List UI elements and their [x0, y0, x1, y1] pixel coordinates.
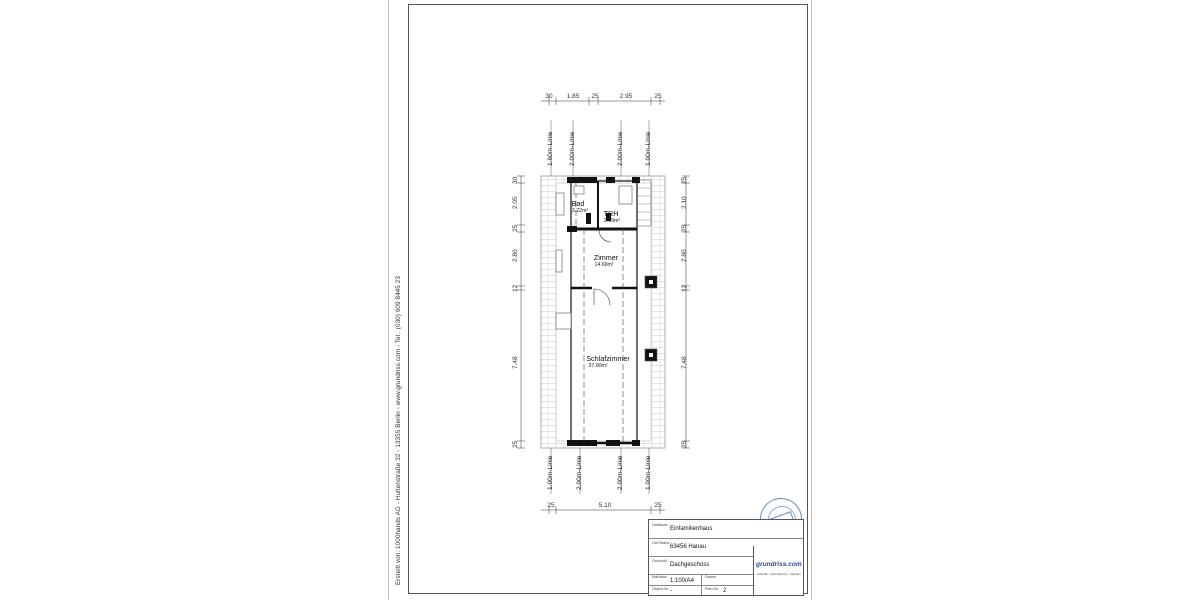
- doors: [593, 229, 612, 306]
- room-zimmer-name: Zimmer: [594, 253, 619, 262]
- sheet-frame: [408, 4, 808, 594]
- right-dim-1: 25: [681, 176, 688, 184]
- tb-value: -: [670, 588, 672, 594]
- bottom-dim-3: 25: [654, 502, 662, 509]
- left-dim-3: 25: [512, 224, 519, 232]
- company-logo: grundriss.com Aufmaß · CAD-Service · Flä…: [753, 546, 804, 595]
- top-line-label-4: 1.00m-Linie: [645, 131, 652, 166]
- tb-value: 1:100/A4: [670, 578, 695, 584]
- tb-key: Gebäude: [652, 523, 668, 527]
- left-dim-2: 2.05: [512, 196, 519, 209]
- tb-divider: [701, 574, 702, 595]
- tb-key-2: Datum: [705, 575, 717, 579]
- left-dim-5: 12: [512, 284, 519, 292]
- top-dim-2: 1.85: [567, 93, 580, 100]
- room-trh-name: TRH: [604, 209, 619, 218]
- left-dim-6: 7.48: [512, 356, 519, 369]
- bottom-dim-1: 25: [547, 502, 555, 509]
- bottom-line-label-2: 2.00m-Linie: [576, 455, 583, 490]
- room-schlafzimmer-name: Schlafzimmer: [586, 354, 630, 363]
- tb-key-2: Plan-Nr.: [705, 587, 719, 591]
- walls: [570, 180, 638, 445]
- tb-key: Geschoß: [652, 559, 668, 563]
- top-line-label-2: 2.00m-Linie: [569, 131, 576, 166]
- top-dim-1: 30: [545, 93, 553, 100]
- wall-blocks: [567, 177, 640, 446]
- right-dim-6: 7.48: [681, 356, 688, 369]
- tb-row-ort: Ort/Straße 63456 Hanau: [649, 538, 753, 557]
- bottom-line-label-1: 1.00m-Linie: [547, 455, 554, 490]
- bottom-dim-2: 5.10: [599, 502, 612, 509]
- tb-key: Maßstab: [652, 575, 667, 579]
- room-schlafzimmer-area: 37.90m²: [588, 363, 607, 369]
- fixtures: [555, 179, 658, 362]
- tb-row-gebaeude: Gebäude Einfamilienhaus: [649, 520, 803, 539]
- tb-row-objekt: Objekt-Nr. - Plan-Nr. 2: [649, 585, 753, 595]
- height-lines: [575, 183, 624, 443]
- title-block: Gebäude Einfamilienhaus Ort/Straße 63456…: [648, 519, 804, 596]
- tb-value-2: 2: [723, 588, 727, 594]
- bottom-dimension-chain: [541, 506, 665, 514]
- room-zimmer-area: 14.69m²: [594, 262, 613, 268]
- left-dimension-chain: [517, 175, 525, 449]
- bottom-line-markers: [550, 448, 650, 494]
- tb-value: Einfamilienhaus: [670, 526, 713, 532]
- top-dimension-chain: [541, 97, 665, 105]
- right-dim-4: 2.80: [681, 249, 688, 262]
- logo-tagline: Aufmaß · CAD-Service · Flächen: [757, 572, 801, 576]
- right-dim-3: 25: [681, 224, 688, 232]
- right-dim-7: 25: [681, 440, 688, 448]
- top-line-markers: [550, 120, 650, 176]
- tb-key: Objekt-Nr.: [652, 587, 670, 591]
- bottom-line-label-4: 1.00m-Linie: [645, 455, 652, 490]
- top-dim-3: 25: [591, 93, 599, 100]
- right-dim-5: 12: [681, 284, 688, 292]
- room-bad-name: Bad: [572, 199, 585, 208]
- left-dim-1: 30: [512, 176, 519, 184]
- right-dimension-chain: [682, 175, 690, 449]
- roof-outline: [540, 175, 666, 449]
- bottom-line-label-3: 2.00m-Linie: [617, 455, 624, 490]
- right-dim-2: 2.10: [681, 196, 688, 209]
- tb-value: 63456 Hanau: [670, 544, 707, 550]
- tb-row-geschoss: Geschoß Dachgeschoss: [649, 556, 753, 575]
- top-line-label-3: 2.00m-Linie: [617, 131, 624, 166]
- logo-wordmark: grundriss.com: [756, 561, 802, 568]
- top-dim-4: 2.95: [620, 93, 633, 100]
- top-line-label-1: 1.60m-Linie: [547, 131, 554, 166]
- left-dim-7: 25: [512, 440, 519, 448]
- top-dim-5: 25: [654, 93, 662, 100]
- room-trh-area: 2.69m²: [604, 218, 620, 224]
- tb-key: Ort/Straße: [652, 541, 670, 545]
- left-dim-4: 2.80: [512, 249, 519, 262]
- tb-value: Dachgeschoss: [670, 562, 710, 568]
- room-bad-area: 3.22m²: [572, 208, 588, 214]
